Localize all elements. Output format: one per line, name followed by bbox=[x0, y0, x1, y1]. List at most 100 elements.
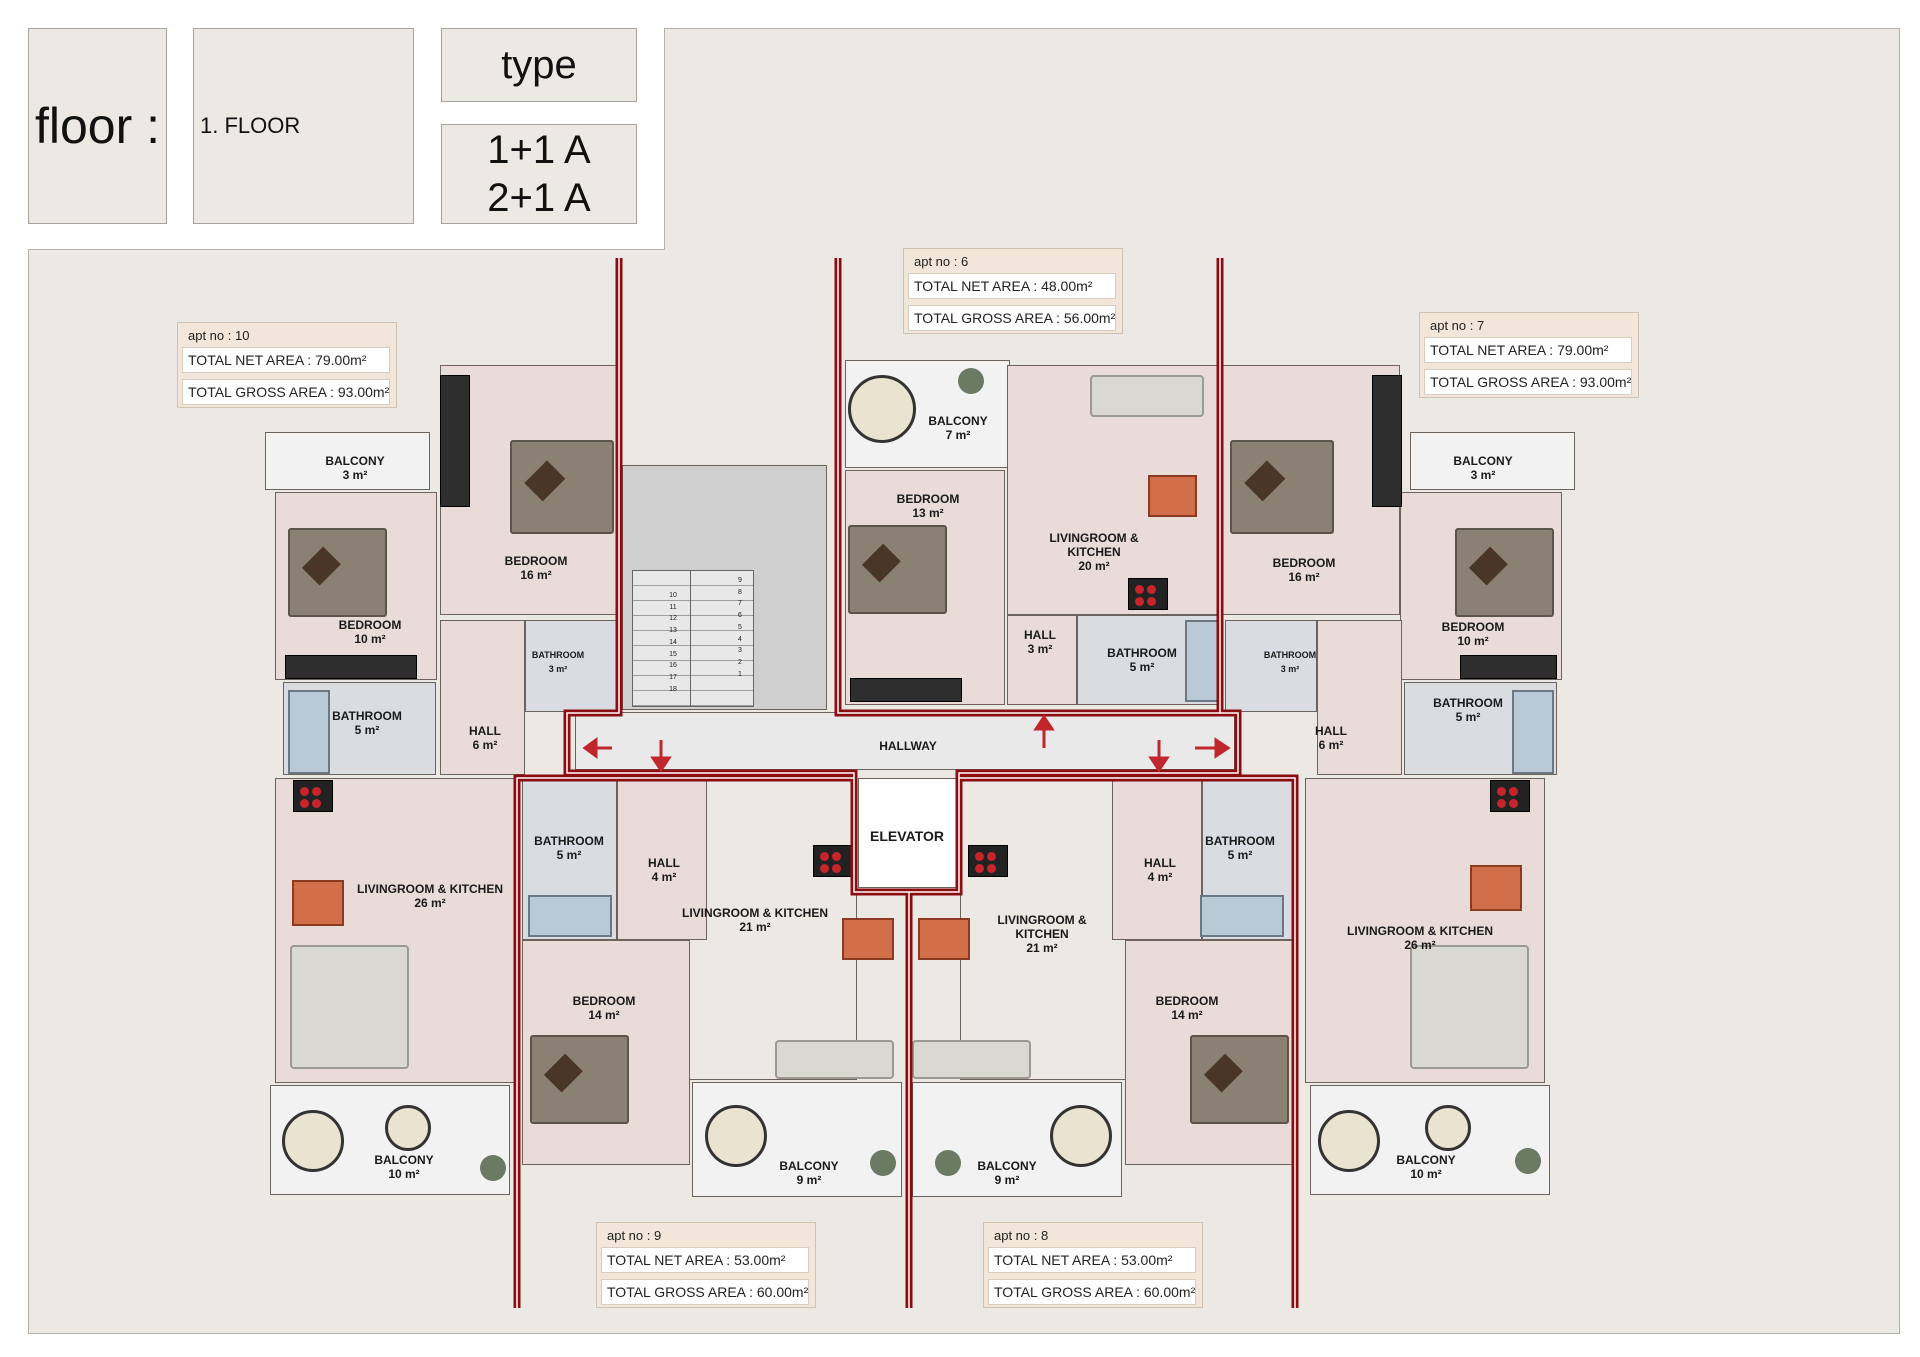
apt-info-6: apt no : 6 TOTAL NET AREA : 48.00m² TOTA… bbox=[903, 248, 1123, 334]
plant bbox=[958, 368, 984, 394]
apt-number: apt no : 7 bbox=[1430, 318, 1485, 333]
bed bbox=[1230, 440, 1334, 534]
room-hall bbox=[1317, 620, 1402, 775]
wardrobe bbox=[1372, 375, 1402, 507]
apt-number: apt no : 10 bbox=[188, 328, 250, 343]
total-net-area: TOTAL NET AREA : 48.00m² bbox=[908, 273, 1116, 299]
plant bbox=[870, 1150, 896, 1176]
apt-info-7: apt no : 7 TOTAL NET AREA : 79.00m² TOTA… bbox=[1419, 312, 1639, 398]
dining-table bbox=[1470, 865, 1522, 911]
total-net-area: TOTAL NET AREA : 53.00m² bbox=[988, 1247, 1196, 1273]
sofa bbox=[775, 1040, 894, 1079]
wardrobe bbox=[850, 678, 962, 702]
sofa bbox=[912, 1040, 1031, 1079]
room-bathroom bbox=[1225, 620, 1317, 712]
round-table bbox=[705, 1105, 767, 1167]
bed bbox=[510, 440, 614, 534]
bed bbox=[530, 1035, 629, 1124]
round-table bbox=[848, 375, 916, 443]
wardrobe bbox=[1460, 655, 1557, 679]
apt-number: apt no : 6 bbox=[914, 254, 969, 269]
plant bbox=[1515, 1148, 1541, 1174]
room-hall bbox=[1112, 780, 1202, 940]
round-table bbox=[385, 1105, 431, 1151]
apt-info-8: apt no : 8 TOTAL NET AREA : 53.00m² TOTA… bbox=[983, 1222, 1203, 1308]
total-net-area: TOTAL NET AREA : 79.00m² bbox=[182, 347, 390, 373]
type-value-2: 2+1 A bbox=[487, 176, 591, 220]
total-gross-area: TOTAL GROSS AREA : 93.00m² bbox=[182, 379, 390, 405]
total-net-area: TOTAL NET AREA : 53.00m² bbox=[601, 1247, 809, 1273]
floor-label: floor : bbox=[28, 28, 167, 224]
room-balcony bbox=[265, 432, 430, 490]
total-gross-area: TOTAL GROSS AREA : 56.00m² bbox=[908, 305, 1116, 331]
room-hall bbox=[1007, 615, 1077, 705]
cooktop bbox=[293, 780, 333, 812]
dining-table bbox=[292, 880, 344, 926]
total-gross-area: TOTAL GROSS AREA : 60.00m² bbox=[601, 1279, 809, 1305]
bathtub bbox=[288, 690, 330, 774]
total-net-area: TOTAL NET AREA : 79.00m² bbox=[1424, 337, 1632, 363]
sofa bbox=[1090, 375, 1204, 417]
type-values: 1+1 A 2+1 A bbox=[441, 124, 637, 224]
round-table bbox=[1425, 1105, 1471, 1151]
cooktop bbox=[1128, 578, 1168, 610]
apt-number: apt no : 8 bbox=[994, 1228, 1049, 1243]
dining-table bbox=[842, 918, 894, 960]
type-value-1: 1+1 A bbox=[487, 128, 591, 172]
floor-value: 1. FLOOR bbox=[193, 28, 414, 224]
cooktop bbox=[1490, 780, 1530, 812]
apt-info-10: apt no : 10 TOTAL NET AREA : 79.00m² TOT… bbox=[177, 322, 397, 408]
bed bbox=[1190, 1035, 1289, 1124]
sofa bbox=[290, 945, 409, 1069]
type-label: type bbox=[441, 28, 637, 102]
hallway-label: HALLWAY bbox=[879, 739, 937, 753]
bathtub bbox=[1200, 895, 1284, 937]
hallway bbox=[575, 712, 1235, 770]
cooktop bbox=[968, 845, 1008, 877]
sofa bbox=[1410, 945, 1529, 1069]
round-table bbox=[282, 1110, 344, 1172]
bathtub bbox=[528, 895, 612, 937]
dining-table bbox=[1148, 475, 1197, 517]
room-balcony bbox=[1410, 432, 1575, 490]
round-table bbox=[1318, 1110, 1380, 1172]
cooktop bbox=[813, 845, 853, 877]
apt-number: apt no : 9 bbox=[607, 1228, 662, 1243]
plant bbox=[935, 1150, 961, 1176]
bed bbox=[848, 525, 947, 614]
room-hall bbox=[440, 620, 525, 775]
round-table bbox=[1050, 1105, 1112, 1167]
